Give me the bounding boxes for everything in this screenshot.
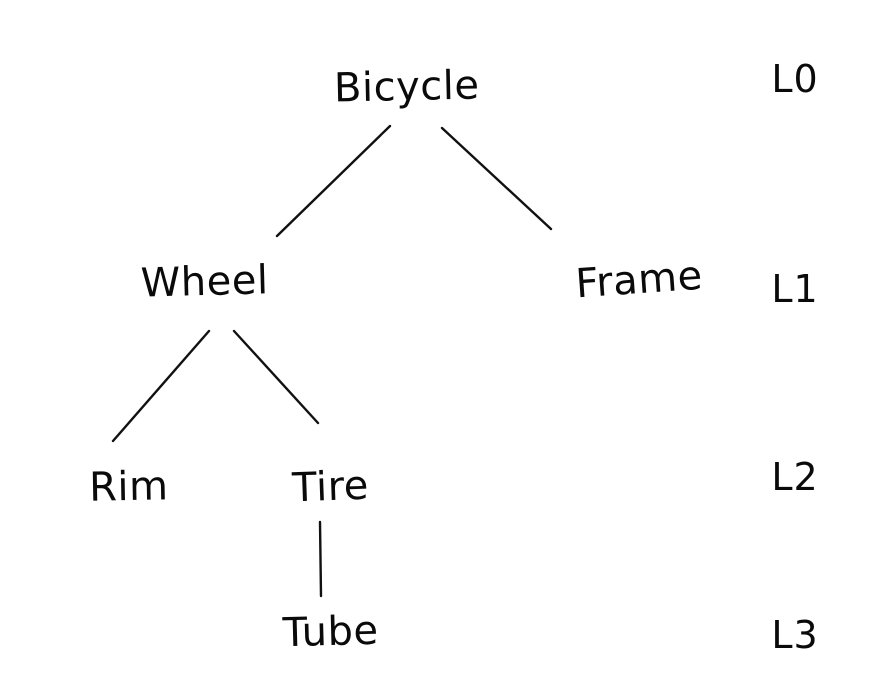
level-label-group: L0 L1 L2 L3 xyxy=(771,57,818,657)
node-tube[interactable]: Tube xyxy=(281,608,379,657)
edge-wheel-tire xyxy=(232,329,320,425)
edge-wheel-rim xyxy=(111,329,211,443)
node-rim[interactable]: Rim xyxy=(89,463,169,510)
edge-group xyxy=(111,124,553,598)
level-label-l3: L3 xyxy=(771,613,818,657)
node-tire[interactable]: Tire xyxy=(291,463,370,512)
level-label-l2: L2 xyxy=(771,455,818,499)
level-label-l1: L1 xyxy=(771,267,818,311)
edge-bicycle-wheel xyxy=(275,124,392,238)
edge-bicycle-frame xyxy=(440,126,553,231)
node-group: Bicycle Wheel Frame Rim Tire Tube xyxy=(89,62,704,656)
level-label-l0: L0 xyxy=(771,57,818,101)
edge-tire-tube xyxy=(318,520,323,598)
node-bicycle[interactable]: Bicycle xyxy=(334,62,480,111)
node-frame[interactable]: Frame xyxy=(574,253,704,308)
node-wheel[interactable]: Wheel xyxy=(140,257,269,306)
